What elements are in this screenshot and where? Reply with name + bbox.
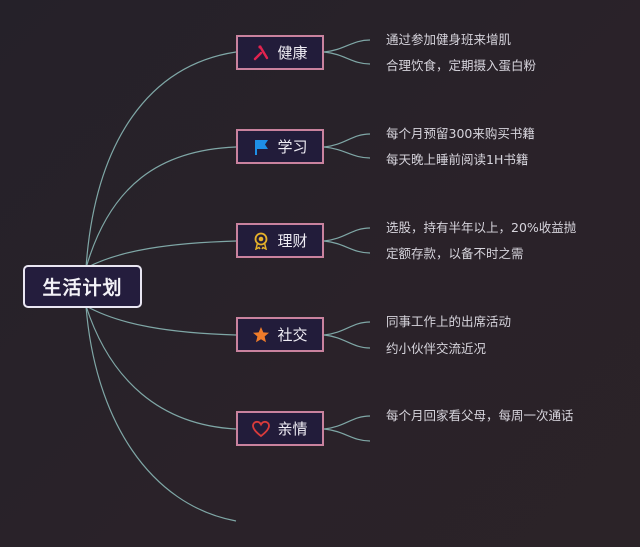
branch-label: 理财 [277, 232, 308, 250]
leaf-item[interactable]: 合理饮食，定期摄入蛋白粉 [386, 58, 537, 73]
branch-node-social[interactable]: 社交 [236, 317, 324, 352]
leaf-item[interactable]: 通过参加健身班来增肌 [386, 32, 512, 47]
medical-tools-icon [252, 44, 270, 62]
heart-icon [252, 420, 271, 438]
leaf-item[interactable]: 约小伙伴交流近况 [386, 341, 487, 356]
leaf-item[interactable]: 同事工作上的出席活动 [386, 314, 512, 329]
branch-node-health[interactable]: 健康 [236, 35, 324, 70]
star-icon [252, 326, 270, 344]
leaf-item[interactable]: 每个月预留300来购买书籍 [386, 126, 535, 141]
flag-icon [252, 138, 270, 156]
root-label: 生活计划 [42, 277, 123, 299]
branch-node-finance[interactable]: 理财 [236, 223, 324, 258]
branch-node-family[interactable]: 亲情 [236, 411, 324, 446]
branch-label: 亲情 [277, 420, 308, 438]
branch-node-study[interactable]: 学习 [236, 129, 324, 164]
leaf-item[interactable]: 选股，持有半年以上，20%收益抛 [386, 220, 577, 235]
branch-label: 学习 [277, 138, 308, 156]
leaf-item[interactable]: 每个月回家看父母，每周一次通话 [386, 408, 574, 423]
leaf-item[interactable]: 每天晚上睡前阅读1H书籍 [386, 152, 529, 167]
branch-label: 健康 [277, 44, 308, 62]
medal-icon [252, 232, 270, 250]
branch-label: 社交 [277, 326, 308, 344]
root-node[interactable]: 生活计划 [23, 265, 142, 308]
leaf-item[interactable]: 定额存款，以备不时之需 [386, 246, 524, 261]
